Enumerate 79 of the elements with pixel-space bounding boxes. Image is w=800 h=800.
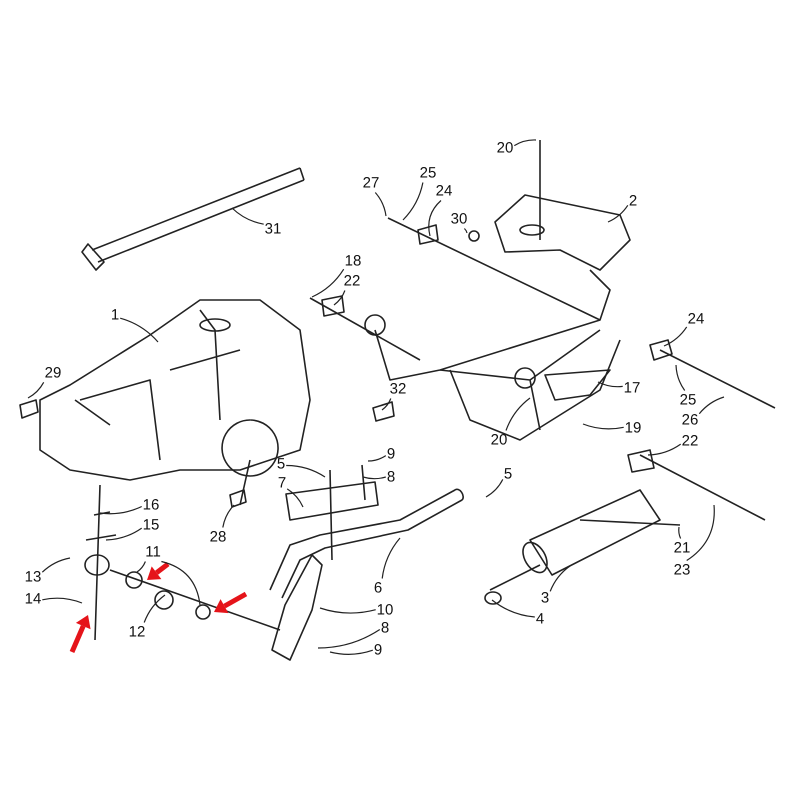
callout-number: 18: [344, 252, 362, 270]
leader-line: [106, 528, 142, 541]
leader-line: [505, 398, 530, 431]
callout-number: 22: [682, 432, 698, 450]
callout-number: 11: [145, 544, 161, 560]
callout-number: 2: [628, 192, 638, 210]
leader-line: [100, 506, 142, 514]
callout-number: 31: [264, 220, 282, 238]
callout-number: 6: [374, 580, 382, 596]
callout-number: 24: [436, 182, 452, 200]
callout-number: 27: [362, 174, 380, 192]
leader-line: [492, 600, 535, 618]
leader-line: [362, 476, 386, 480]
leader-line: [675, 364, 686, 391]
leader-line: [382, 398, 392, 410]
callout-number: 24: [688, 310, 704, 328]
leader-line: [486, 479, 504, 498]
leader-line: [136, 561, 146, 572]
callout-number: 23: [674, 562, 690, 578]
leader-line: [368, 455, 386, 462]
callout-number: 8: [386, 468, 396, 486]
callout-number: 16: [142, 496, 160, 514]
callout-number: 22: [344, 272, 360, 290]
leader-line: [598, 381, 623, 388]
leader-line: [42, 557, 70, 573]
leader-line: [334, 290, 346, 306]
leader-line: [161, 560, 201, 606]
callout-number: 28: [210, 528, 226, 546]
callout-number: 9: [386, 446, 396, 462]
leader-line: [144, 594, 166, 623]
leader-line: [678, 526, 682, 539]
leader-line: [550, 566, 570, 592]
callout-number: 20: [490, 432, 508, 448]
callout-number: 13: [24, 568, 42, 586]
callout-number: 30: [450, 210, 468, 228]
callout-number: 1: [110, 306, 120, 324]
callout-number: 5: [276, 456, 286, 472]
callout-number: 14: [24, 590, 42, 608]
callout-number: 29: [44, 364, 62, 382]
callout-number: 25: [420, 164, 436, 182]
callout-number: 8: [380, 620, 390, 636]
callout-number: 32: [390, 380, 406, 398]
leader-line: [222, 504, 234, 528]
leader-line: [382, 538, 400, 579]
leader-line: [698, 396, 724, 414]
callout-number: 4: [536, 610, 544, 628]
callout-number: 25: [680, 392, 696, 408]
leader-line: [648, 444, 682, 456]
callout-number: 5: [504, 466, 512, 482]
leader-line: [464, 228, 468, 234]
leader-line: [514, 139, 536, 146]
callout-number: 9: [374, 642, 382, 658]
leader-line: [664, 326, 688, 347]
leader-line: [608, 204, 628, 223]
leader-line: [402, 182, 424, 220]
callout-number: 12: [128, 624, 146, 640]
callout-number: 19: [624, 420, 642, 436]
leader-line: [374, 192, 387, 216]
callout-number: 17: [624, 380, 640, 396]
leader-line: [286, 488, 304, 508]
leader-line: [286, 464, 326, 478]
callout-number: 3: [540, 590, 550, 606]
leader-line: [686, 504, 715, 561]
leader-line: [312, 268, 344, 298]
callout-number: 10: [376, 602, 394, 618]
leader-line: [232, 208, 264, 225]
callout-number: 7: [278, 474, 286, 492]
callout-number: 26: [682, 412, 698, 428]
callout-number: 21: [674, 540, 690, 556]
leader-line: [582, 423, 624, 430]
leader-line: [42, 598, 82, 604]
leader-line: [330, 650, 373, 655]
leader-line: [318, 629, 380, 649]
leader-line: [28, 382, 44, 399]
callout-number: 15: [142, 516, 160, 534]
callout-number: 20: [496, 140, 514, 156]
leader-line: [320, 607, 376, 614]
leader-line: [120, 318, 158, 342]
leader-line: [428, 200, 442, 236]
